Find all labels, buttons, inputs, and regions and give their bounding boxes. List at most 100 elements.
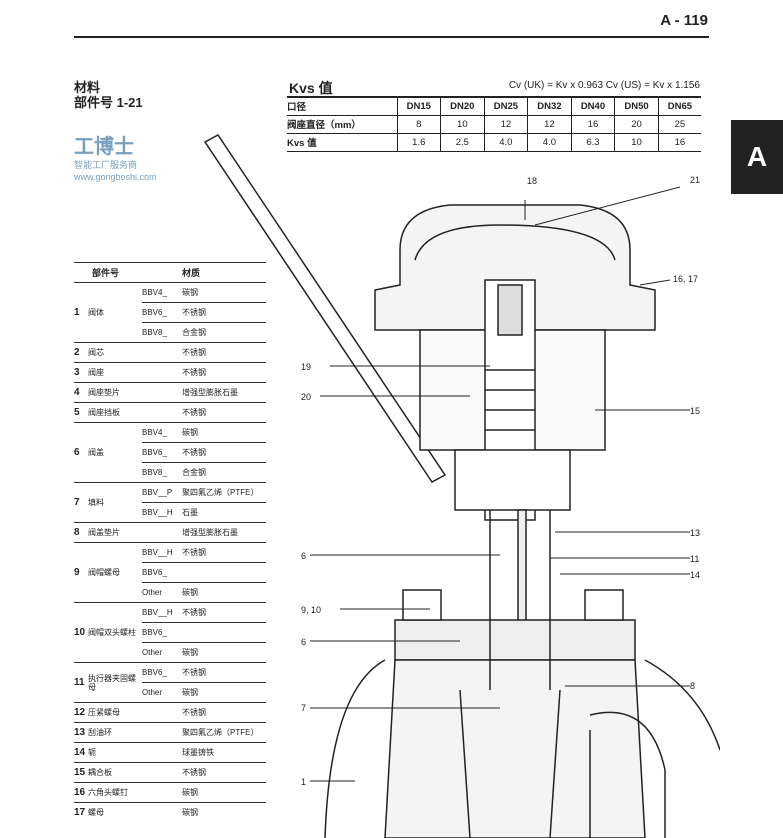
flange-left [324,659,386,838]
callout-16-17: 16, 17 [673,274,699,284]
callout-19: 19 [301,362,312,372]
kvs-cell: 口径 [287,96,397,116]
part-code [142,342,182,363]
part-number: 3 [74,362,88,383]
callout-7: 7 [301,703,307,713]
part-name: 阀帽双头螺柱 [88,602,142,663]
callout-18: 18 [527,176,538,186]
callout-20: 20 [301,392,312,402]
callout-9-10: 9, 10 [301,605,322,615]
part-name: 执行器夹固螺母 [88,662,142,703]
part-code: BBV6_ [142,562,182,583]
part-material: 聚四氟乙烯（PTFE） [182,482,266,503]
part-code [142,802,182,823]
part-material: 不锈钢 [182,302,266,323]
part-material: 碳钢 [182,802,266,823]
part-name: 六角头螺钉 [88,782,142,803]
callout-1: 1 [301,777,307,787]
callout-6a: 6 [301,551,307,561]
part-number: 12 [74,702,88,723]
part-name: 压紧螺母 [88,702,142,723]
kvs-cell: 4.0 [527,133,572,152]
part-code: BBV__P [142,482,182,503]
part-code: BBV6_ [142,622,182,643]
kvs-cell: DN15 [396,96,441,116]
part-code: BBV__H [142,502,182,523]
watermark-url: www.gongboshi.com [74,172,157,182]
kvs-cell: 12 [483,115,528,134]
kvs-cell: 1.6 [396,133,441,152]
valve-cutaway-diagram [203,134,720,838]
kvs-cell: 12 [527,115,572,134]
part-material: 碳钢 [182,422,266,443]
part-code: BBV6_ [142,662,182,683]
part-name: 螺母 [88,802,142,823]
part-material: 不锈钢 [182,442,266,463]
part-code [142,782,182,803]
callout-21: 21 [690,175,701,185]
part-code: BBV8_ [142,322,182,343]
part-material: 不锈钢 [182,342,266,363]
kvs-cell: 2.5 [440,133,485,152]
part-material: 合金钢 [182,462,266,483]
kvs-cell: DN32 [527,96,572,116]
watermark-logo: 工博士 智能工厂服务商 www.gongboshi.com [74,135,199,183]
part-material: 不锈钢 [182,402,266,423]
callout-8: 8 [690,681,696,691]
part-material: 碳钢 [182,642,266,663]
kvs-cell: DN50 [614,96,659,116]
part-name: 阀盖垫片 [88,522,142,543]
header-rule [74,36,709,38]
callout-15: 15 [690,406,701,416]
callout-14: 14 [690,570,701,580]
part-material: 合金钢 [182,322,266,343]
part-number: 17 [74,802,88,823]
part-code [142,402,182,423]
part-name: 阀帽螺母 [88,542,142,603]
parts-row: BBV8_合金钢 [74,462,266,483]
part-material: 不锈钢 [182,762,266,783]
part-name: 刮油环 [88,722,142,743]
part-number: 10 [74,602,88,663]
part-name: 填料 [88,482,142,523]
part-name: 轭 [88,742,142,763]
parts-row: BBV6_不锈钢 [74,302,266,323]
part-material: 不锈钢 [182,662,266,683]
hand-lever [203,134,447,483]
callout-6b: 6 [301,637,307,647]
kvs-cell: DN65 [657,96,701,116]
kvs-cell: 8 [396,115,441,134]
cv-formula: Cv (UK) = Kv x 0.963 Cv (US) = Kv x 1.15… [508,80,700,91]
part-code: Other [142,642,182,663]
part-name: 阀座垫片 [88,382,142,403]
part-code [142,722,182,743]
part-material: 不锈钢 [182,602,266,623]
part-number: 4 [74,382,88,403]
part-material: 石墨 [182,502,266,523]
callout-11: 11 [690,554,700,564]
part-number: 8 [74,522,88,543]
part-material: 碳钢 [182,582,266,603]
part-code [142,362,182,383]
part-name: 阀座挡板 [88,402,142,423]
part-material: 增强型膨胀石墨 [182,522,266,543]
parts-header-number: 部件号 [74,262,182,283]
kvs-cell: 10 [614,133,659,152]
kvs-cell: 10 [440,115,485,134]
materials-subtitle: 部件号 1-21 [74,95,143,110]
part-code: BBV__H [142,542,182,563]
kvs-cell: Kvs 值 [287,133,397,152]
kvs-cell: DN40 [570,96,615,116]
